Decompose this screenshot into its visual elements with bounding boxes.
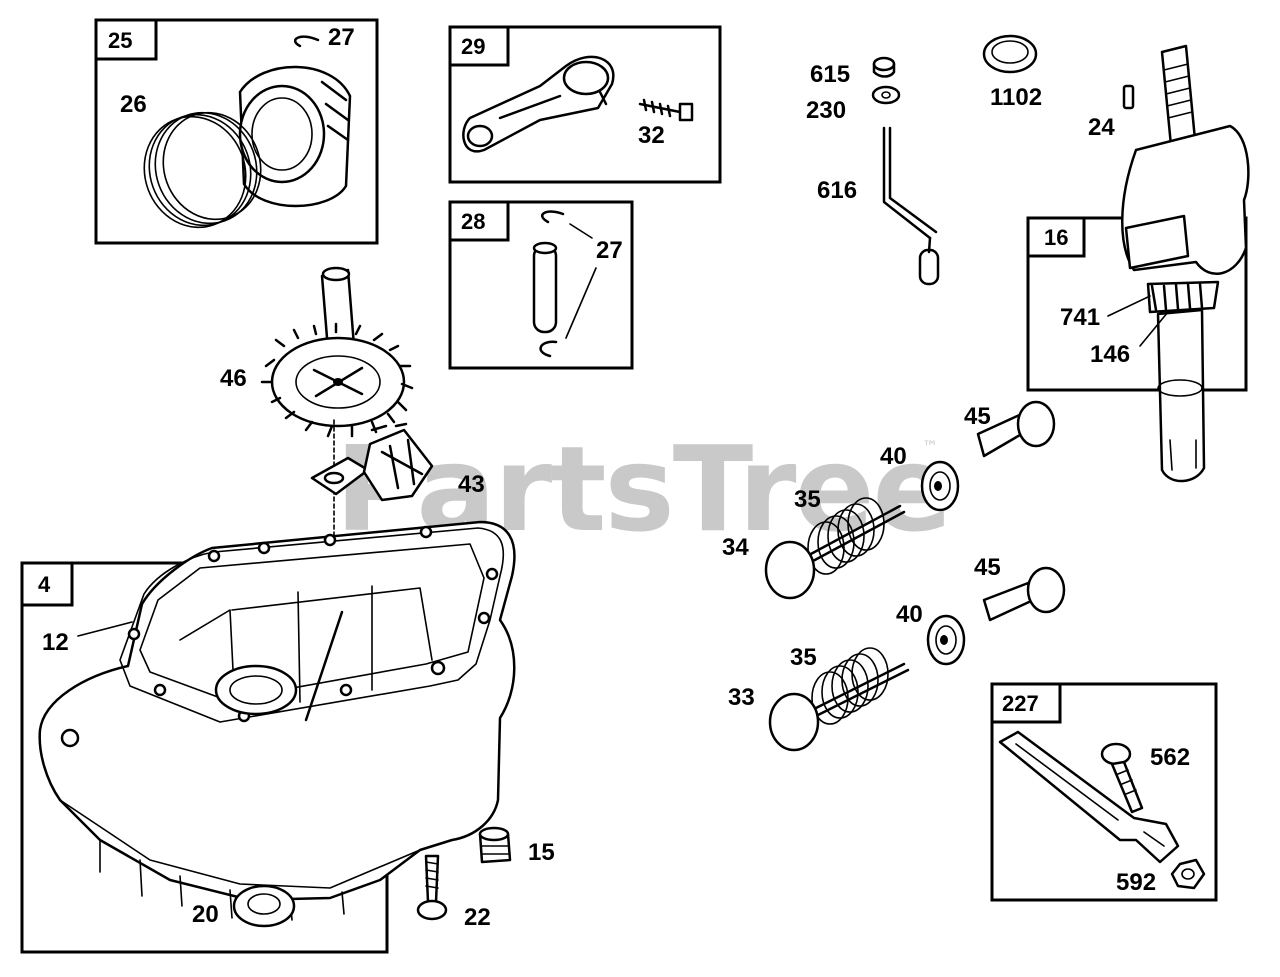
piston-icon (238, 65, 352, 208)
callout-20-seal: 20 (192, 901, 219, 928)
box-227-bracket-kit[interactable]: 227 (990, 682, 1218, 902)
callout-562-screw: 562 (1150, 744, 1190, 771)
callout-230-washer: 230 (806, 97, 846, 124)
callout-12-leader (77, 621, 133, 637)
callout-26-rings: 26 (120, 91, 147, 118)
callout-146-crankshaft: 146 (1090, 341, 1130, 368)
valve-34-icon (764, 504, 906, 600)
box-28-tag (448, 200, 510, 242)
box-29-tag (448, 25, 510, 67)
callout-35-spring-upper: 35 (794, 486, 821, 513)
callout-45-tappet-lower: 45 (974, 554, 1001, 581)
callout-40-retainer-lower: 40 (896, 601, 923, 628)
rod-bolt-icon (638, 98, 694, 122)
valve-33-icon (768, 662, 910, 752)
callout-43-governor: 43 (458, 471, 485, 498)
crankshaft-icon (1121, 44, 1250, 483)
connecting-rod-icon (462, 55, 615, 153)
piston-pin-icon (532, 241, 558, 334)
tappet-45-upper-icon (976, 400, 1056, 458)
box-227-number: 227 (1002, 691, 1039, 716)
nut-615-icon (872, 56, 896, 78)
callout-35-spring-lower: 35 (790, 644, 817, 671)
tappet-45-lower-icon (982, 566, 1066, 622)
box-4-tag (20, 561, 74, 607)
spring-35-lower-icon (811, 647, 889, 725)
callout-1102-oil-seal: 1102 (990, 84, 1042, 111)
washer-230-icon (871, 85, 901, 105)
box-16-number: 16 (1044, 225, 1068, 250)
box-25-piston-assembly[interactable]: 25 (94, 18, 379, 245)
dipper-616-icon (882, 126, 940, 286)
crank-key-24-icon (1122, 84, 1135, 110)
callout-27-pin-clips: 27 (596, 237, 623, 264)
box-29-number: 29 (461, 34, 485, 59)
watermark-trademark: ™ (922, 437, 938, 456)
bolt-22-icon (416, 854, 448, 921)
box-227-tag (990, 682, 1062, 724)
callout-615-nut: 615 (810, 61, 850, 88)
box-29-connecting-rod[interactable]: 29 (448, 25, 722, 184)
piston-rings-icon (143, 111, 262, 229)
plug-15-icon (478, 826, 512, 864)
callout-33-valve: 33 (728, 684, 755, 711)
callout-741-timing-gear: 741 (1060, 304, 1100, 331)
callout-32-rod-bolt: 32 (638, 122, 665, 149)
nut-592-icon (1170, 858, 1206, 890)
box-16-tag (1026, 216, 1086, 258)
callout-40-retainer-upper: 40 (880, 443, 907, 470)
box-4-number: 4 (38, 572, 51, 597)
box-25-tag (94, 18, 158, 61)
seal-20-icon (232, 884, 296, 928)
callout-45-tappet-upper: 45 (964, 403, 991, 430)
crank-leaders (1107, 295, 1169, 347)
sump-cover-icon (38, 520, 516, 921)
retainer-40-lower-icon (926, 614, 966, 666)
pin-clip-leaders (565, 223, 597, 339)
spring-35-upper-icon (807, 497, 885, 575)
callout-592-nut: 592 (1116, 869, 1156, 896)
callout-27-piston-clip: 27 (328, 24, 355, 51)
pin-clip-top-icon (541, 210, 565, 224)
camshaft-gear-icon (260, 266, 414, 438)
bracket-icon (998, 730, 1180, 864)
oil-seal-1102-icon (982, 34, 1038, 74)
governor-icon (310, 422, 434, 502)
callout-12-gasket: 12 (42, 629, 69, 656)
pin-clip-bottom-icon (539, 340, 558, 358)
callout-22-bolt: 22 (464, 904, 491, 931)
box-25-number: 25 (108, 28, 132, 53)
piston-clip-icon (293, 35, 320, 48)
callout-34-valve: 34 (722, 534, 749, 561)
callout-15-plug: 15 (528, 839, 555, 866)
box-28-piston-pin[interactable]: 28 (448, 200, 634, 370)
retainer-40-upper-icon (920, 460, 960, 512)
callout-24-key: 24 (1088, 114, 1115, 141)
screw-562-icon (1100, 742, 1144, 814)
callout-616-dipper: 616 (817, 177, 857, 204)
callout-46-cam-gear: 46 (220, 365, 247, 392)
box-28-number: 28 (461, 209, 485, 234)
